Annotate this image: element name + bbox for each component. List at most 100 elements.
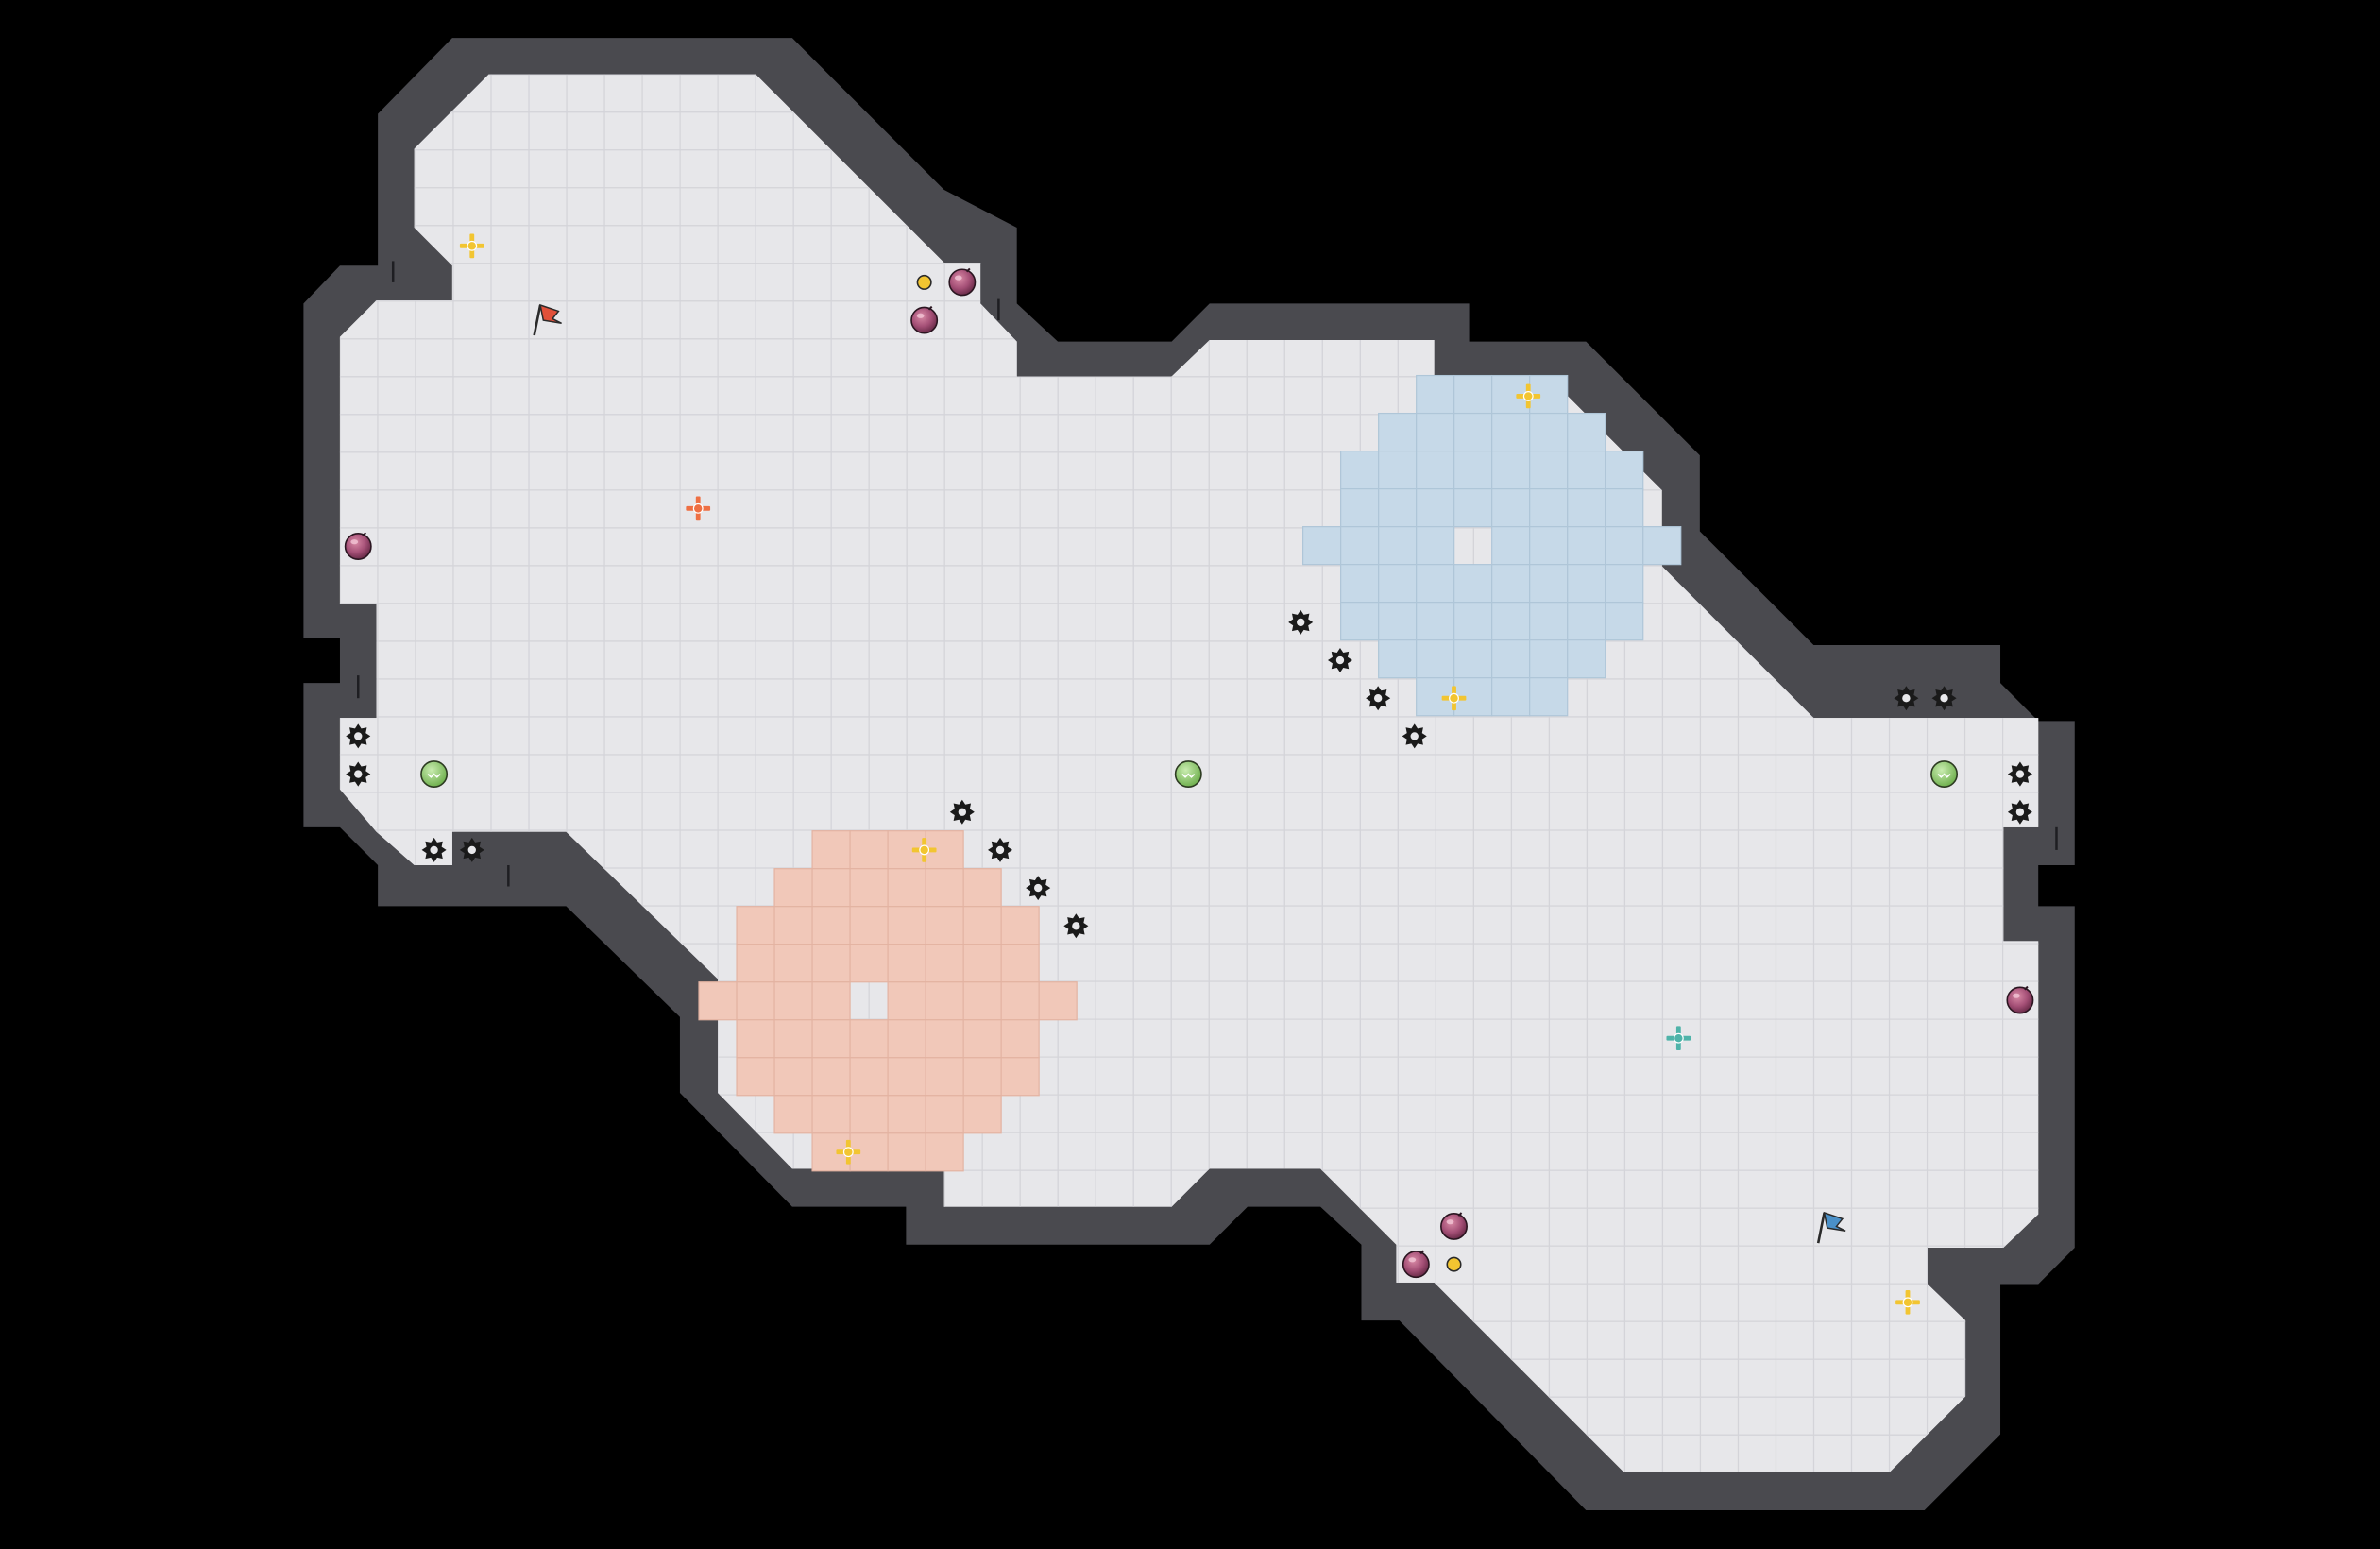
floor-tile: [1548, 867, 1589, 907]
base-tile: [1378, 639, 1418, 679]
floor-tile: [1661, 603, 1702, 642]
floor-tile: [1812, 263, 1853, 302]
floor-tile: [2001, 489, 2039, 529]
base-tile: [774, 906, 813, 945]
floor-tile: [1246, 1132, 1285, 1171]
floor-tile: [792, 225, 832, 264]
base-tile: [1491, 526, 1531, 566]
floor-tile: [1284, 867, 1323, 907]
floor-tile: [1095, 1396, 1134, 1436]
floor-tile: [604, 792, 643, 831]
floor-tile: [755, 1396, 794, 1436]
bomb-icon: [1440, 1212, 1468, 1240]
floor-tile: [1964, 867, 2004, 907]
floor-tile: [377, 565, 416, 604]
powerup-icon: [1896, 1289, 1920, 1315]
floor-tile: [1359, 225, 1399, 264]
floor-tile: [1812, 980, 1853, 1020]
floor-tile: [2041, 868, 2079, 906]
floor-tile: [1095, 187, 1134, 227]
floor-tile: [1170, 187, 1210, 227]
floor-tile: [1850, 905, 1891, 945]
floor-tile: [1510, 225, 1551, 264]
floor-tile: [1095, 300, 1134, 340]
floor-tile: [377, 489, 416, 529]
floor-tile: [1472, 1245, 1513, 1285]
floor-tile: [452, 905, 492, 945]
floor-tile: [1019, 74, 1059, 113]
floor-tile: [528, 111, 568, 151]
floor-tile: [2001, 1169, 2039, 1209]
floor-tile: [1397, 74, 1436, 76]
floor-tile: [755, 1434, 794, 1472]
floor-tile: [1284, 74, 1323, 113]
floor-tile: [1964, 414, 2004, 453]
floor-tile: [1510, 187, 1551, 227]
floor-tile: [1208, 905, 1248, 945]
floor-tile: [1132, 565, 1172, 604]
floor-tile: [2001, 414, 2039, 453]
floor-tile: [415, 565, 454, 604]
floor-tile: [1132, 225, 1172, 264]
floor-tile: [1095, 149, 1134, 189]
base-tile: [925, 868, 964, 908]
floor-tile: [566, 603, 605, 642]
floor-tile: [566, 1056, 605, 1096]
floor-tile: [604, 1358, 643, 1398]
floor-tile: [1812, 1396, 1853, 1436]
floor-tile: [1775, 187, 1815, 227]
floor-tile: [1661, 1169, 1702, 1209]
floor-tile: [868, 1434, 908, 1472]
floor-tile: [604, 640, 643, 680]
floor-tile: [1926, 74, 1966, 113]
floor-tile: [1775, 867, 1815, 907]
floor-tile: [830, 376, 870, 416]
floor-tile: [830, 1245, 870, 1285]
floor-tile: [1246, 1245, 1285, 1285]
floor-tile: [528, 943, 568, 982]
floor-tile: [1888, 300, 1929, 340]
floor-tile: [1586, 187, 1626, 227]
floor-tile: [2001, 1018, 2039, 1058]
floor-tile: [1132, 943, 1172, 982]
floor-tile: [339, 451, 379, 491]
floor-tile: [1624, 74, 1664, 76]
floor-tile: [415, 1245, 454, 1285]
floor-tile: [1095, 1320, 1134, 1360]
floor-tile: [415, 1434, 454, 1472]
base-tile: [1491, 677, 1531, 717]
floor-tile: [566, 376, 605, 416]
floor-tile: [1661, 1396, 1702, 1436]
floor-tile: [679, 867, 719, 907]
floor-tile: [1586, 1320, 1626, 1360]
floor-tile: [868, 376, 908, 416]
floor-tile: [1321, 74, 1361, 76]
floor-tile: [1057, 716, 1096, 756]
floor-tile: [1548, 263, 1589, 302]
floor-tile: [1208, 1434, 1248, 1472]
floor-tile: [679, 1434, 719, 1472]
floor-tile: [755, 527, 794, 567]
floor-tile: [679, 1132, 719, 1171]
floor-tile: [604, 565, 643, 604]
base-tile: [811, 1019, 851, 1059]
floor-tile: [566, 1169, 605, 1209]
floor-tile: [452, 1245, 492, 1285]
floor-tile: [452, 149, 492, 189]
floor-tile: [717, 678, 756, 718]
floor-tile: [944, 1434, 983, 1472]
floor-tile: [755, 111, 794, 151]
floor-tile: [1321, 980, 1361, 1020]
floor-tile: [1057, 792, 1096, 831]
floor-tile: [377, 943, 416, 982]
floor-tile: [415, 489, 454, 529]
floor-tile: [377, 338, 416, 378]
floor-tile: [1775, 1132, 1815, 1171]
base-tile: [811, 1095, 851, 1134]
floor-tile: [906, 1358, 945, 1398]
floor-tile: [792, 187, 832, 227]
floor-tile: [604, 678, 643, 718]
floor-tile: [339, 1283, 379, 1322]
floor-tile: [981, 1245, 1021, 1285]
base-tile: [1000, 906, 1040, 945]
